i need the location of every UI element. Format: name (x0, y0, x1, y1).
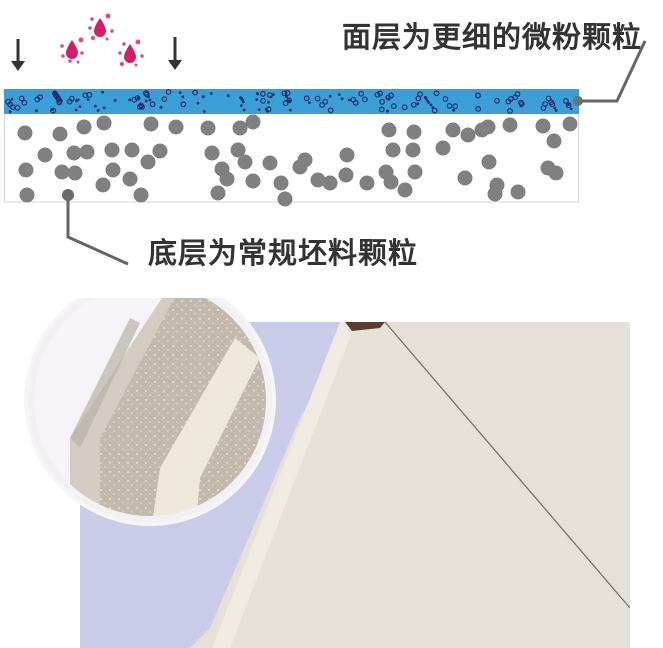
leader-dot-top (573, 96, 583, 106)
leader-line-top (578, 40, 647, 103)
arrow-down-icon (168, 37, 182, 70)
tile-photo (0, 298, 663, 648)
tile-large (190, 322, 635, 648)
liquid-droplet-icon (60, 13, 144, 67)
layer-diagram (4, 13, 647, 266)
tile-joint (384, 321, 631, 609)
tile-shadow (345, 322, 385, 331)
arrow-down-icon (11, 39, 25, 71)
leader-dot-bottom (62, 189, 74, 201)
tile-edge (212, 322, 356, 648)
surface-layer-label: 面层为更细的微粉颗粒 (342, 20, 643, 54)
leader-line-bottom (66, 195, 129, 266)
magnifier-circle (24, 298, 276, 526)
coarse-particles (17, 114, 578, 207)
fine-particles (5, 89, 573, 114)
base-layer-label: 底层为常规坯料颗粒 (148, 236, 419, 270)
tile-illustration (0, 298, 663, 648)
